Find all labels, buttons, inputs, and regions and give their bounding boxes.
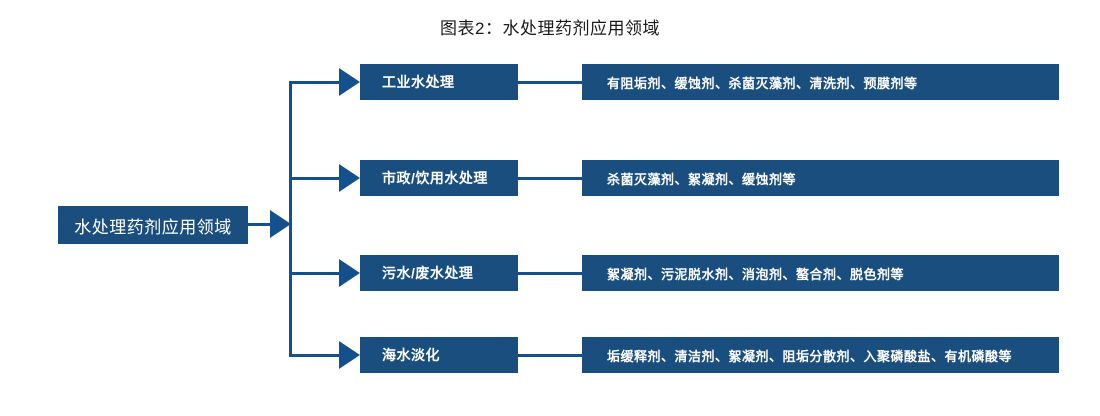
branch-line — [291, 81, 343, 84]
category-detail-link-line — [518, 177, 582, 180]
chemicals-box: 有阻垢剂、缓蚀剂、杀菌灭藻剂、清洗剂、预膜剂等 — [582, 64, 1059, 100]
chemicals-box: 絮凝剂、污泥脱水剂、消泡剂、螯合剂、脱色剂等 — [582, 255, 1059, 291]
page-title: 图表2：水处理药剂应用领域 — [440, 19, 660, 38]
branch-line — [291, 354, 343, 357]
branch-arrowhead-icon — [339, 341, 360, 369]
trunk-line — [289, 81, 292, 357]
root-connector-line — [248, 223, 276, 226]
branch-arrowhead-icon — [339, 68, 360, 96]
branch-line — [291, 177, 343, 180]
category-detail-link-line — [518, 272, 582, 275]
branch-arrowhead-icon — [339, 164, 360, 192]
category-detail-link-line — [518, 81, 582, 84]
branch-line — [291, 272, 343, 275]
chemicals-box: 垢缓释剂、清洁剂、絮凝剂、阻垢分散剂、入聚磷酸盐、有机磷酸等 — [582, 337, 1059, 373]
root-arrowhead-icon — [270, 210, 291, 238]
root-node: 水处理药剂应用领域 — [58, 206, 248, 244]
branch-arrowhead-icon — [339, 259, 360, 287]
category-box: 海水淡化 — [360, 337, 518, 373]
category-box: 污水/废水处理 — [360, 255, 518, 291]
chemicals-box: 杀菌灭藻剂、絮凝剂、缓蚀剂等 — [582, 160, 1059, 196]
category-detail-link-line — [518, 354, 582, 357]
category-box: 工业水处理 — [360, 64, 518, 100]
category-box: 市政/饮用水处理 — [360, 160, 518, 196]
